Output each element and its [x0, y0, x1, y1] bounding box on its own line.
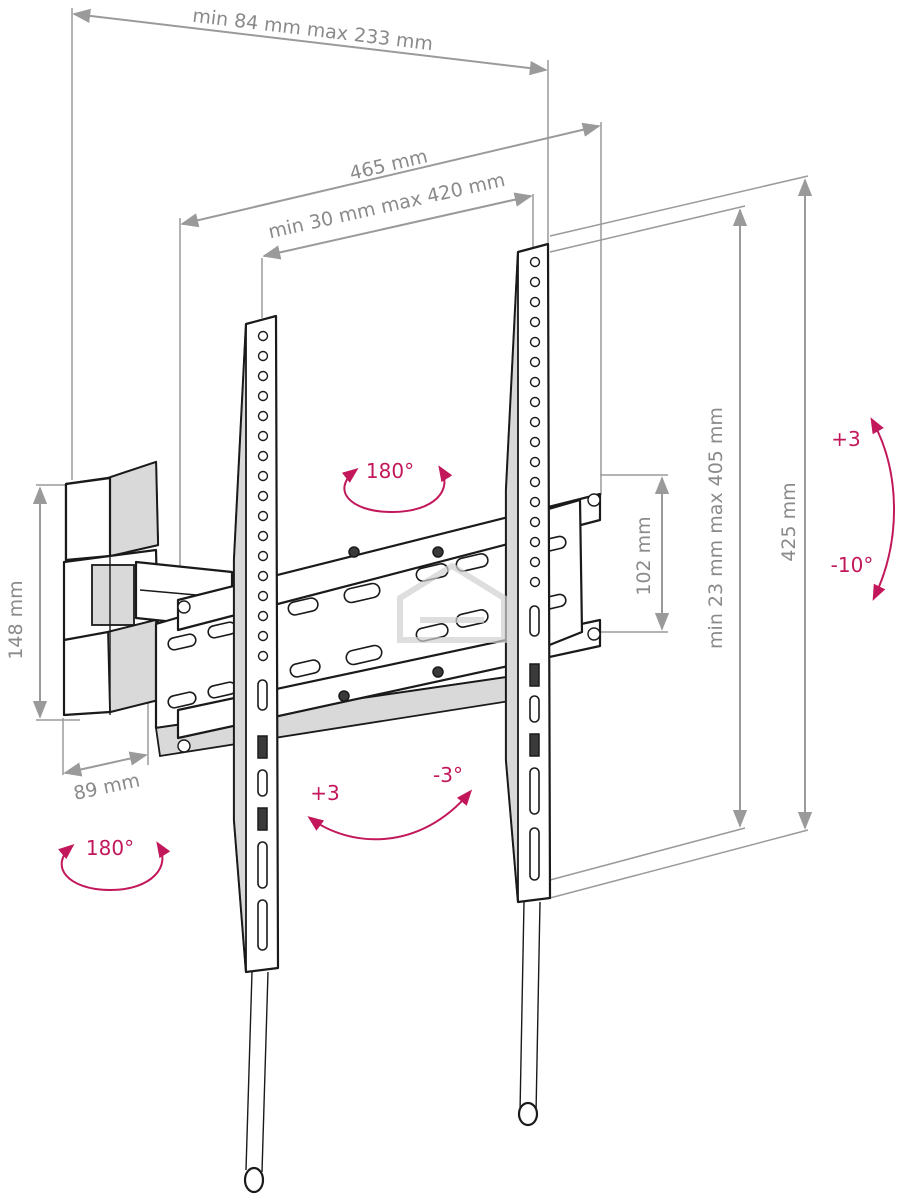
extension-lines	[36, 8, 809, 899]
label-vesa-vertical: min 23 mm max 405 mm	[705, 407, 727, 649]
label-arm-extension: min 84 mm max 233 mm	[191, 5, 434, 55]
watermark-icon	[397, 562, 507, 643]
label-plate-height: 148 mm	[5, 580, 27, 659]
dim-plate-depth-line	[63, 751, 148, 777]
label-plate-depth: 89 mm	[72, 769, 142, 804]
right-bracket-holes	[529, 256, 541, 881]
tilt-label-vertical-minus: -10°	[831, 553, 874, 577]
dim-total-width-line	[180, 122, 601, 228]
rotation-arc-wall	[58, 841, 171, 892]
tilt-label-horizontal-minus: -3°	[433, 763, 463, 787]
dim-arm-extension-line	[72, 8, 548, 76]
label-vesa-horizontal: min 30 mm max 420 mm	[266, 169, 507, 243]
label-rail-spacing: 102 mm	[633, 516, 655, 595]
dimension-lines	[32, 8, 813, 830]
rotation-label-wall: 180°	[86, 836, 134, 860]
tv-mount-drawing	[62, 242, 602, 1194]
label-total-height: 425 mm	[778, 482, 800, 561]
tv-bracket-icon	[232, 314, 280, 1194]
left-bracket-holes	[257, 330, 269, 951]
tilt-label-horizontal-plus: +3	[310, 781, 339, 805]
tilt-arc-horizontal	[307, 789, 473, 841]
wall-plate-icon	[62, 460, 160, 717]
rotation-arc-center	[341, 465, 453, 514]
dim-vesa-horizontal-line	[262, 192, 533, 260]
tilt-arc-vertical	[870, 417, 895, 601]
tilt-label-vertical-plus: +3	[831, 427, 860, 451]
label-total-width: 465 mm	[348, 145, 430, 185]
rotation-label-center: 180°	[366, 459, 414, 483]
rotation-indicators: 180° 180° +3 -3° +3 -10°	[58, 417, 895, 892]
right-bracket	[504, 242, 552, 1127]
